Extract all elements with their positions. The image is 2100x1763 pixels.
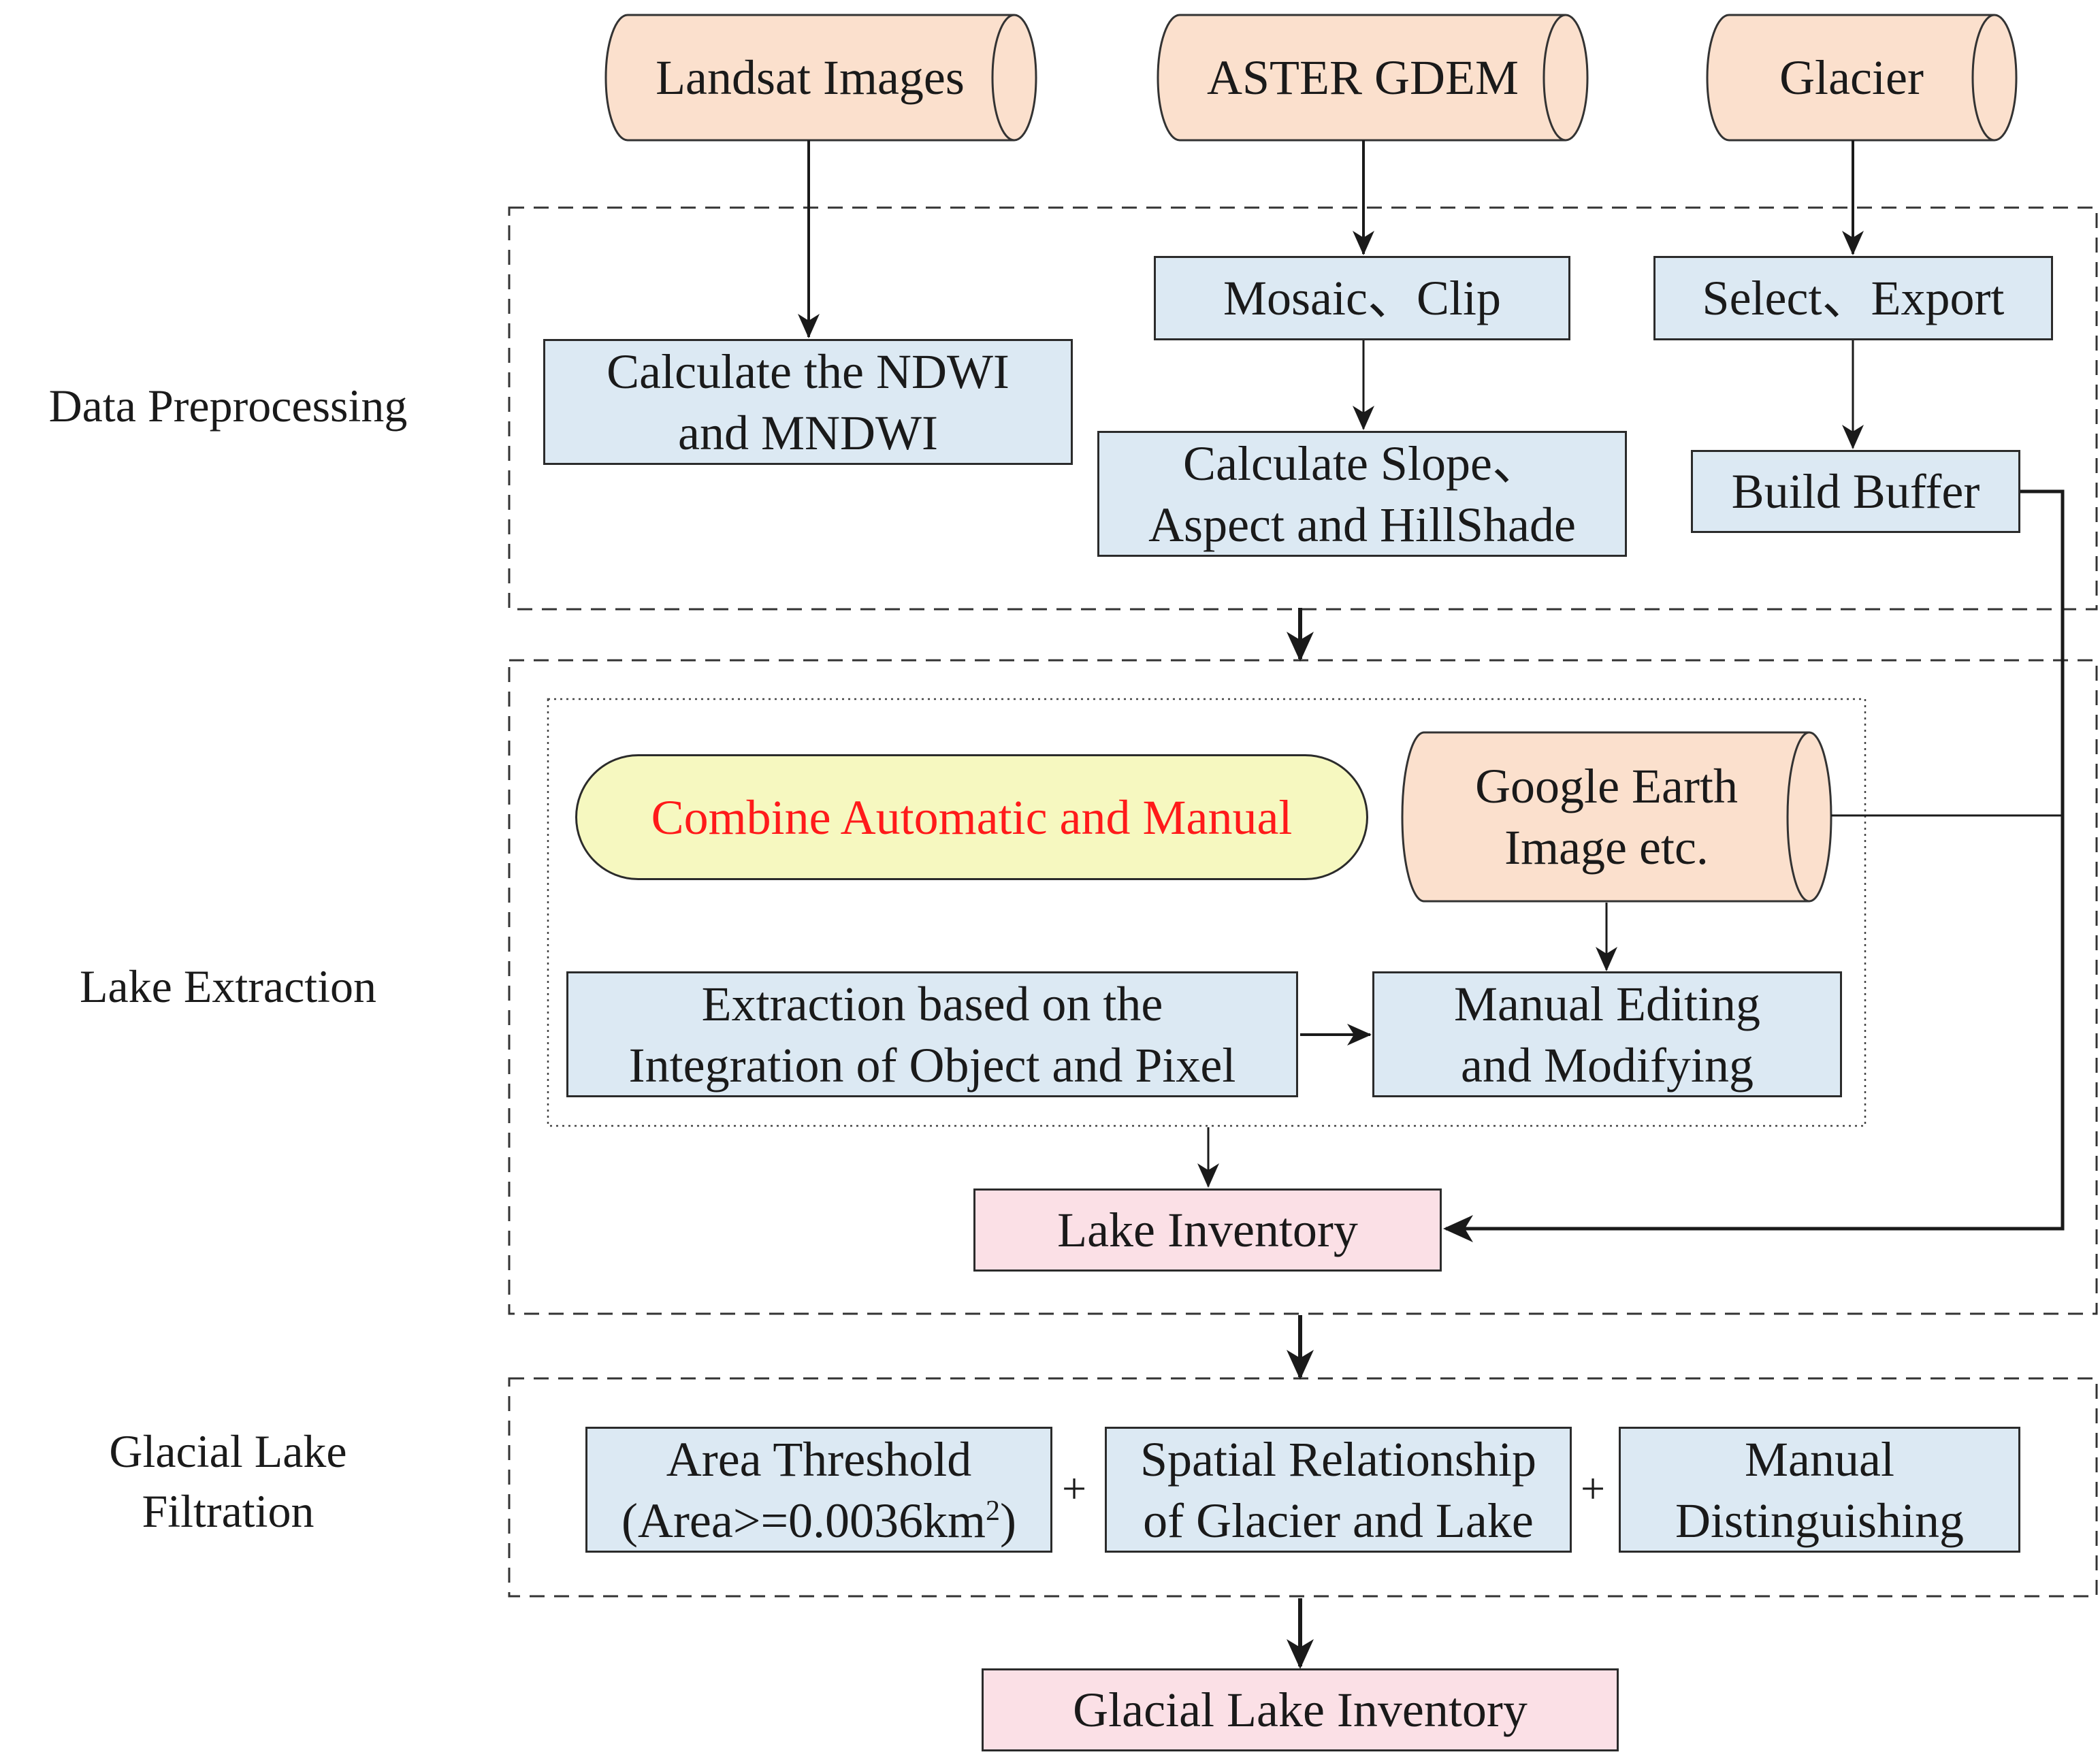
glacier-cylinder (1706, 14, 2018, 142)
preprocessing-frame (508, 206, 2098, 611)
extraction-object-pixel-box: Extraction based on the Integration of O… (566, 971, 1298, 1097)
stage-label-data-preprocessing: Data Preprocessing (48, 380, 408, 432)
landsat-cylinder (604, 14, 1037, 142)
manual-distinguishing-box: Manual Distinguishing (1619, 1427, 2020, 1553)
combine-dotted-frame (547, 698, 1867, 1127)
plus-operator-2: + (1581, 1464, 1606, 1513)
calculate-slope-aspect-hillshade-box: Calculate Slope、 Aspect and HillShade (1097, 431, 1627, 557)
google-earth-cylinder (1401, 731, 1832, 903)
stage-label-glacial-lake-filtration: Glacial Lake Filtration (109, 1425, 347, 1538)
area-threshold-title: Area Threshold (666, 1432, 972, 1487)
select-export-box: Select、Export (1653, 256, 2053, 340)
stage-label-lake-extraction: Lake Extraction (79, 960, 377, 1012)
glacier-label: Glacier (1779, 50, 1924, 105)
area-threshold-condition: (Area>=0.0036km2) (621, 1493, 1017, 1548)
lake-inventory-box: Lake Inventory (973, 1188, 1442, 1272)
area-threshold-box: Area Threshold (Area>=0.0036km2) (585, 1427, 1052, 1553)
aster-cylinder (1157, 14, 1589, 142)
calculate-ndwi-mndwi-box: Calculate the NDWI and MNDWI (543, 339, 1073, 465)
manual-editing-modifying-box: Manual Editing and Modifying (1372, 971, 1842, 1097)
glacial-lake-inventory-box: Glacial Lake Inventory (982, 1668, 1619, 1751)
plus-operator-1: + (1062, 1464, 1087, 1513)
google-earth-label: Google Earth Image etc. (1475, 759, 1738, 875)
combine-automatic-manual-decision: Combine Automatic and Manual (575, 754, 1368, 880)
aster-gdem-label: ASTER GDEM (1206, 50, 1519, 105)
landsat-images-label: Landsat Images (656, 50, 965, 105)
mosaic-clip-box: Mosaic、Clip (1154, 256, 1570, 340)
build-buffer-box: Build Buffer (1691, 450, 2020, 533)
spatial-relationship-box: Spatial Relationship of Glacier and Lake (1105, 1427, 1572, 1553)
arrow-buffer-to-lake-inventory (1443, 489, 2065, 1242)
